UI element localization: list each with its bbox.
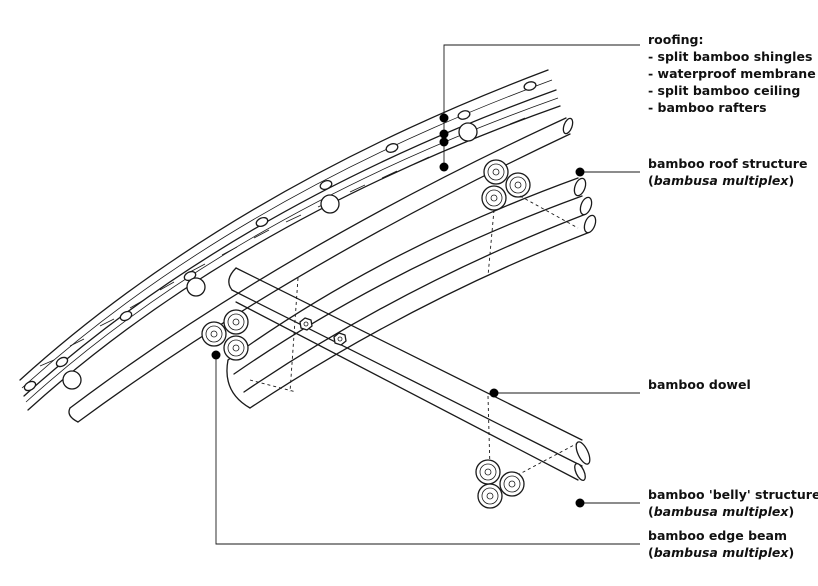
belly-pole-mid xyxy=(231,289,583,467)
pole-mid-a xyxy=(227,177,579,361)
roofing-title: roofing: xyxy=(648,32,704,47)
pole-end-c xyxy=(583,214,597,234)
pole-end-right xyxy=(562,117,574,135)
pole-outer-top xyxy=(69,117,567,409)
roofing-item-rafters: - bamboo rafters xyxy=(648,100,767,115)
roof-structure-title: bamboo roof structure xyxy=(648,156,808,171)
roof-structure-species-line: (bambusa multiplex) xyxy=(648,173,795,188)
dowel-title: bamboo dowel xyxy=(648,377,751,392)
label-edge-beam: bamboo edge beam (bambusa multiplex) xyxy=(648,527,794,561)
edge-beam-bundle xyxy=(201,309,249,361)
edge-beam-species-line: (bambusa multiplex) xyxy=(648,545,795,560)
belly-pole-right-end xyxy=(575,441,591,465)
roof-structure-poles xyxy=(68,117,597,423)
label-roof-structure: bamboo roof structure (bambusa multiplex… xyxy=(648,155,807,189)
belly-title: bamboo 'belly' structure xyxy=(648,487,818,502)
dowel-hidden-line-lower xyxy=(487,395,491,471)
roof-build-up xyxy=(19,69,561,411)
pole-mid-c xyxy=(243,213,587,393)
roof-rafter-sections xyxy=(23,81,537,392)
shingle-layer-top xyxy=(19,69,549,381)
leader-edge-beam xyxy=(211,350,640,545)
ceiling-line-lower xyxy=(27,105,561,411)
pole-end-b xyxy=(579,196,593,216)
leader-belly xyxy=(575,498,640,508)
edge-beam-title: bamboo edge beam xyxy=(648,528,787,543)
belly-pole-top xyxy=(235,267,583,441)
leader-dowel xyxy=(489,388,640,398)
lower-hidden-line xyxy=(511,443,577,479)
pole-end-a xyxy=(573,177,587,197)
roof-structure-species: bambusa multiplex xyxy=(653,173,789,188)
leader-roofing xyxy=(439,44,640,172)
dowel-hidden-line-left xyxy=(289,277,299,393)
roof-structure-bundle xyxy=(481,159,531,211)
shingle-ticks xyxy=(39,117,526,367)
bundle-hidden-line xyxy=(519,195,579,229)
pole-mid-d xyxy=(249,231,591,409)
bolt-2 xyxy=(333,332,347,346)
ceiling-line xyxy=(25,97,559,403)
roofing-item-shingles: - split bamboo shingles xyxy=(648,49,813,64)
roofing-item-membrane: - waterproof membrane xyxy=(648,66,816,81)
belly-pole-bottom xyxy=(235,301,579,481)
rafter-circles xyxy=(62,122,478,390)
bolt-1 xyxy=(299,317,313,331)
edge-beam-species: bambusa multiplex xyxy=(653,545,789,560)
belly-pole-left-end xyxy=(228,267,237,291)
label-dowel: bamboo dowel xyxy=(648,376,751,393)
label-belly-structure: bamboo 'belly' structure (bambusa multip… xyxy=(648,486,818,520)
pole-mid-left-end xyxy=(226,359,251,409)
belly-structure-poles xyxy=(228,267,591,481)
roofing-item-ceiling: - split bamboo ceiling xyxy=(648,83,801,98)
belly-bundle xyxy=(475,459,525,509)
belly-species-line: (bambusa multiplex) xyxy=(648,504,795,519)
dowel-hidden-line-upper xyxy=(487,209,495,277)
label-roofing: roofing: - split bamboo shingles - water… xyxy=(648,31,816,116)
pole-end-left xyxy=(68,407,79,423)
edge-hidden-line xyxy=(249,379,297,393)
pole-mid-b xyxy=(233,195,583,375)
belly-pole-right-end-2 xyxy=(574,463,586,481)
leader-roof-structure xyxy=(575,167,640,177)
belly-species: bambusa multiplex xyxy=(653,504,789,519)
